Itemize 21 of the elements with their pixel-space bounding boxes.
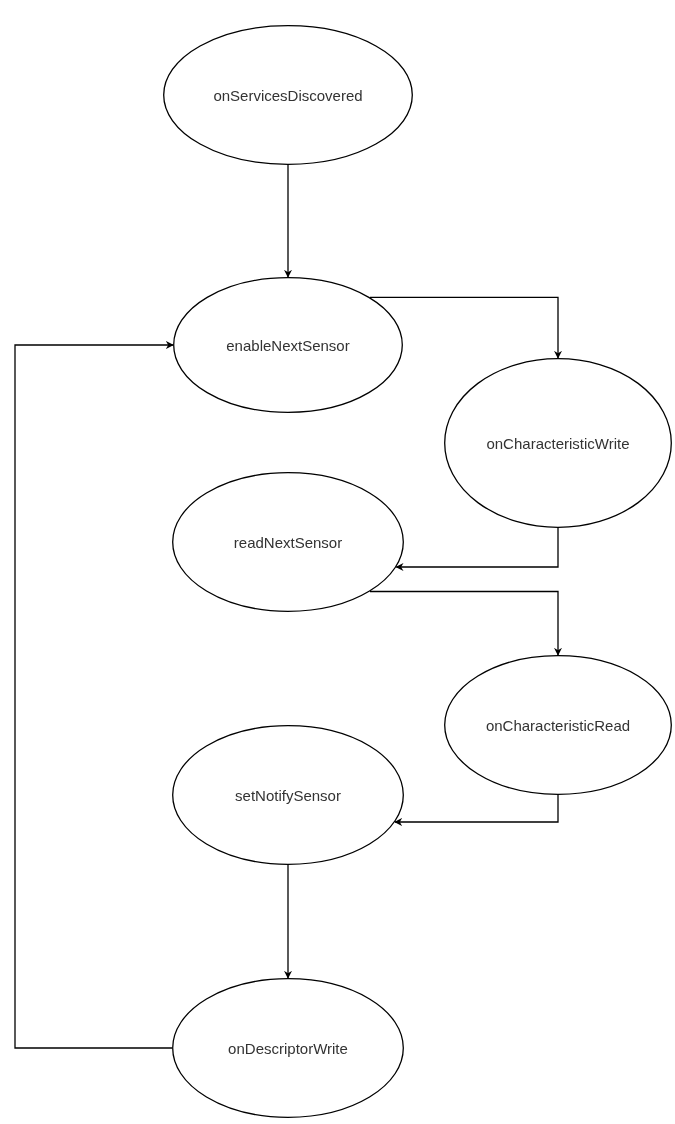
- process-ellipse: [444, 358, 672, 528]
- process-ellipse: [172, 472, 404, 612]
- process-ellipse: [172, 978, 404, 1118]
- arrow: [369, 296, 562, 359]
- process-ellipse: [173, 277, 403, 413]
- arrow: [284, 164, 292, 278]
- arrow: [369, 590, 562, 656]
- node-label: setNotifySensor: [235, 786, 341, 804]
- process-ellipse: [444, 655, 672, 795]
- node-label: onCharacteristicRead: [485, 716, 631, 734]
- arrow: [395, 527, 559, 571]
- arrow: [14, 341, 174, 1049]
- node-label: onCharacteristicWrite: [486, 434, 630, 452]
- arrow: [284, 864, 292, 979]
- node-label: onDescriptorWrite: [228, 1039, 348, 1057]
- process-ellipse: [163, 25, 413, 165]
- process-ellipse: [172, 725, 404, 865]
- node-label: onServicesDiscovered: [213, 86, 363, 104]
- node-label: enableNextSensor: [226, 336, 350, 354]
- node-label: readNextSensor: [233, 533, 343, 551]
- arrow: [394, 794, 559, 826]
